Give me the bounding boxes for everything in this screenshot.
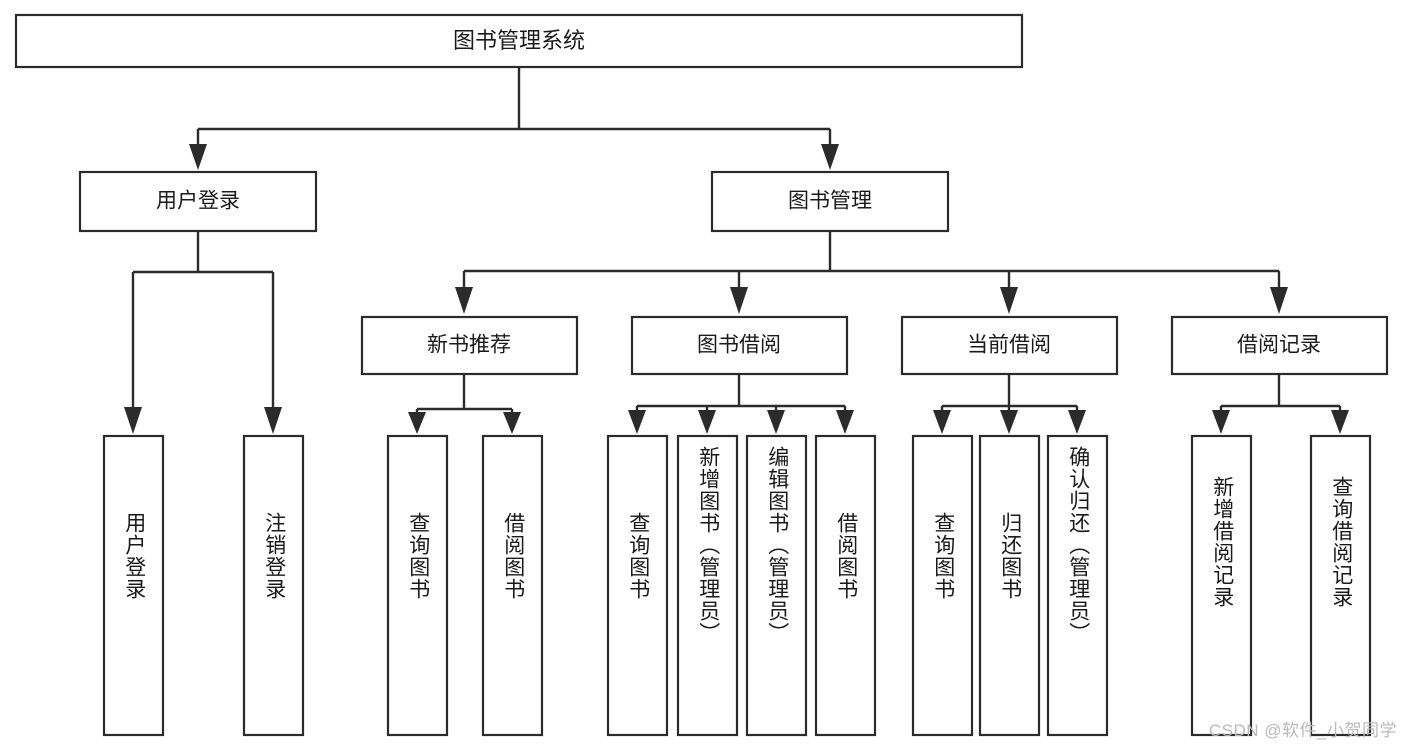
connector-group-borrowrecord-to-leaves bbox=[1212, 374, 1349, 434]
arrow-head-icon bbox=[628, 410, 646, 434]
connector-group-currentborrow-to-leaves bbox=[933, 374, 1086, 434]
connector-group-newbook-to-leaves bbox=[408, 374, 521, 434]
arrow-head-icon bbox=[933, 410, 951, 434]
node-current-borrow-box[interactable] bbox=[900, 315, 1119, 376]
node-book-borrow-box[interactable] bbox=[630, 315, 849, 376]
connector-group-bookmanage-to-level2 bbox=[455, 231, 1288, 314]
node-leaf-confirm-return-box[interactable] bbox=[1046, 434, 1109, 737]
arrow-head-icon bbox=[1000, 287, 1018, 314]
node-user-login-box[interactable] bbox=[78, 170, 318, 233]
arrow-head-icon bbox=[124, 407, 142, 434]
node-borrow-record-box[interactable] bbox=[1170, 315, 1389, 376]
arrow-head-icon bbox=[1270, 287, 1288, 314]
node-borrow-record[interactable]: 借阅记录 bbox=[1170, 315, 1389, 376]
node-leaf-logout-login-box[interactable] bbox=[242, 434, 305, 737]
node-borrow-record-label: 借阅记录 bbox=[1237, 334, 1321, 357]
node-book-borrow[interactable]: 图书借阅 bbox=[630, 315, 849, 376]
node-root-label: 图书管理系统 bbox=[453, 28, 585, 53]
node-leaf-borrow-book-1-box[interactable] bbox=[481, 434, 544, 737]
arrow-head-icon bbox=[821, 144, 839, 170]
arrow-head-icon bbox=[1212, 410, 1230, 434]
node-book-manage-box[interactable] bbox=[710, 170, 950, 233]
node-leaf-query-book-1-box[interactable] bbox=[386, 434, 449, 737]
node-leaf-return-book-box[interactable] bbox=[978, 434, 1041, 737]
node-leaf-edit-book-box[interactable] bbox=[745, 434, 808, 737]
arrow-head-icon bbox=[1068, 410, 1086, 434]
node-current-borrow-label: 当前借阅 bbox=[967, 334, 1051, 357]
node-leaf-query-book-2-box[interactable] bbox=[606, 434, 669, 737]
node-new-book-recommend-label: 新书推荐 bbox=[427, 334, 511, 357]
node-leaf-user-login-box[interactable] bbox=[102, 434, 165, 737]
node-leaf-query-record-box[interactable] bbox=[1309, 434, 1372, 737]
arrow-head-icon bbox=[503, 412, 521, 434]
node-current-borrow[interactable]: 当前借阅 bbox=[900, 315, 1119, 376]
node-root-box[interactable] bbox=[14, 13, 1024, 69]
node-user-login[interactable]: 用户登录 bbox=[78, 170, 318, 233]
node-book-manage-label: 图书管理 bbox=[788, 190, 872, 213]
node-leaf-borrow-book-2-box[interactable] bbox=[814, 434, 877, 737]
arrow-head-icon bbox=[1331, 410, 1349, 434]
arrow-head-icon bbox=[767, 410, 785, 434]
arrow-head-icon bbox=[1000, 410, 1018, 434]
arrow-head-icon bbox=[408, 412, 426, 434]
csdn-watermark: CSDN @软件_小贺同学 bbox=[1208, 721, 1397, 740]
arrow-head-icon bbox=[264, 407, 282, 434]
node-book-manage[interactable]: 图书管理 bbox=[710, 170, 950, 233]
arrow-head-icon bbox=[730, 287, 748, 314]
node-new-book-recommend[interactable]: 新书推荐 bbox=[360, 315, 579, 376]
connector-group-root-to-level1 bbox=[189, 67, 839, 170]
node-new-book-recommend-box[interactable] bbox=[360, 315, 579, 376]
node-leaf-add-record-box[interactable] bbox=[1190, 434, 1253, 737]
connector-group-bookborrow-to-leaves bbox=[628, 374, 854, 434]
node-leaf-add-book-box[interactable] bbox=[676, 434, 739, 737]
node-root[interactable]: 图书管理系统 bbox=[14, 13, 1024, 69]
node-leaf-query-book-3-box[interactable] bbox=[911, 434, 974, 737]
arrow-head-icon bbox=[698, 410, 716, 434]
connector-group-userlogin-to-leaves bbox=[124, 231, 282, 434]
node-user-login-label: 用户登录 bbox=[156, 190, 240, 213]
node-book-borrow-label: 图书借阅 bbox=[697, 334, 781, 357]
arrow-head-icon bbox=[455, 287, 473, 314]
arrow-head-icon bbox=[189, 144, 207, 170]
arrow-head-icon bbox=[836, 410, 854, 434]
